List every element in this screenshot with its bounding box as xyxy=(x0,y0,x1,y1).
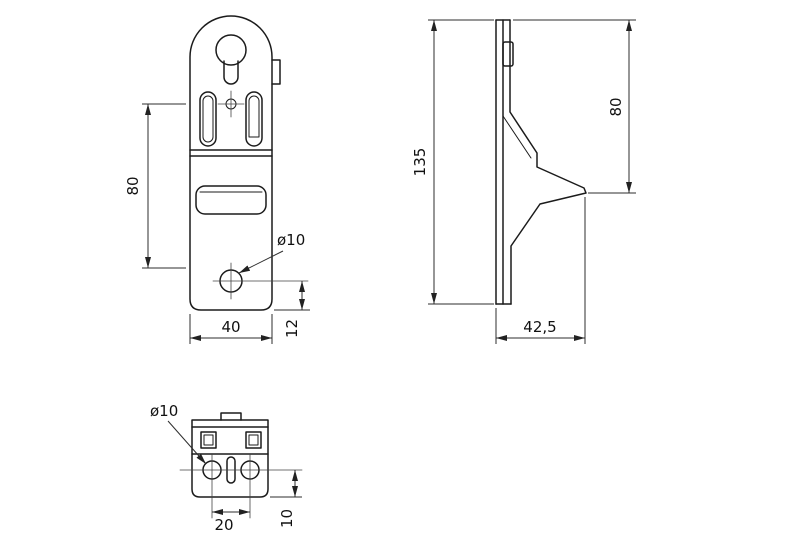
bottom-dimensions: ø10 20 10 xyxy=(150,402,302,534)
side-view xyxy=(495,19,587,305)
dim-front-width-label: 40 xyxy=(221,318,240,336)
front-center-mark xyxy=(217,90,245,118)
dim-front-height-label: 80 xyxy=(124,176,142,195)
bottom-hole-centerlines xyxy=(179,454,303,519)
dim-bottom-hole-spacing-label: 20 xyxy=(214,516,233,534)
dim-bottom-hole-offset-label: 10 xyxy=(278,509,296,528)
front-tongue-band xyxy=(195,185,267,215)
bottom-hole-dia-label: ø10 xyxy=(150,402,178,420)
bottom-top-tab xyxy=(220,412,242,421)
bottom-slot-section-right-inner xyxy=(248,434,259,446)
bottom-slot-section-left xyxy=(200,431,217,449)
bottom-center-slot xyxy=(226,456,236,484)
bottom-slot-section-right xyxy=(245,431,262,449)
front-slot-left-outer xyxy=(199,91,217,147)
front-slot-right-outer xyxy=(245,91,263,147)
dim-side-tip-height-label: 80 xyxy=(607,97,625,116)
dim-front-height-80: 80 xyxy=(124,103,186,269)
front-keyhole-slot xyxy=(223,60,239,85)
front-slot-right-inner xyxy=(248,95,260,138)
bottom-view xyxy=(179,412,303,519)
label-bottom-hole-dia: ø10 xyxy=(150,402,207,465)
front-outline xyxy=(189,15,273,311)
dim-side-total-height-135: 135 xyxy=(411,19,494,305)
dim-front-hole-offset-12: 12 xyxy=(274,281,310,338)
dim-front-hole-offset-label: 12 xyxy=(283,319,301,338)
leader-line xyxy=(167,420,207,465)
dim-bottom-hole-offset-10: 10 xyxy=(270,470,302,528)
front-right-tab xyxy=(271,59,281,85)
dim-side-tip-height-80: 80 xyxy=(513,19,636,194)
front-bottom-hole-centerlines xyxy=(212,262,309,300)
side-dimensions: 135 80 42,5 xyxy=(411,19,636,344)
label-front-hole-dia: ø10 xyxy=(238,231,305,274)
side-clip-tab xyxy=(502,41,514,67)
front-dimensions: 80 40 12 ø10 xyxy=(124,103,310,344)
dim-bottom-hole-spacing-20: 20 xyxy=(212,509,250,534)
front-hole-dia-label: ø10 xyxy=(277,231,305,249)
dim-side-total-height-label: 135 xyxy=(411,148,429,177)
front-top-hole xyxy=(215,34,247,66)
front-view xyxy=(189,15,309,311)
dim-side-depth-label: 42,5 xyxy=(523,318,556,336)
dim-side-depth-42-5: 42,5 xyxy=(495,197,586,344)
side-bent-profile xyxy=(509,19,587,305)
bottom-slot-section-left-inner xyxy=(203,434,214,446)
front-slot-left-inner xyxy=(202,95,214,143)
leader-line xyxy=(238,250,284,274)
dim-front-width-40: 40 xyxy=(189,314,273,344)
side-bend-inner-line xyxy=(502,115,532,159)
bottom-outline xyxy=(191,419,269,498)
